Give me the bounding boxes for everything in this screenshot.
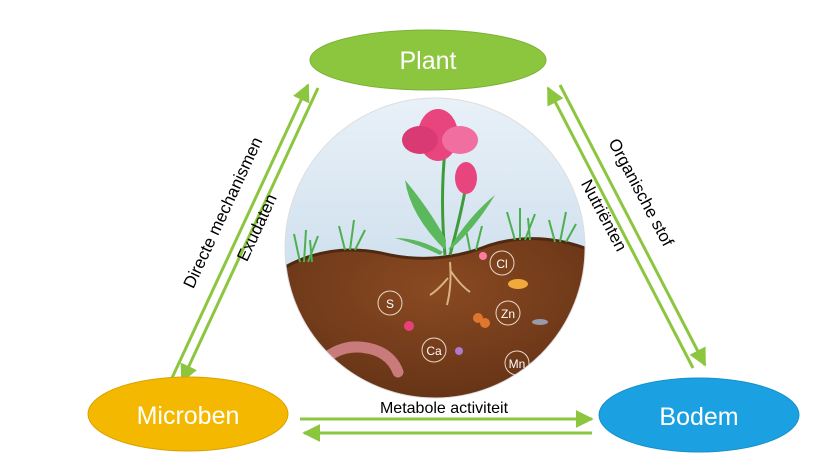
soil-illustration: Cl S Zn Ca Mn — [285, 98, 585, 398]
relation-arrows — [170, 83, 707, 442]
node-bodem: Bodem — [598, 377, 800, 453]
arrow-plant-to-microben — [180, 87, 320, 383]
arrow-plant-to-bodem — [558, 84, 707, 367]
node-microben: Microben — [87, 376, 289, 452]
node-bodem-label: Bodem — [659, 403, 738, 431]
element-label-s: S — [386, 297, 394, 311]
node-plant: Plant — [309, 29, 547, 91]
node-microben-label: Microben — [137, 402, 240, 430]
element-label-cl: Cl — [496, 257, 507, 271]
element-label-zn: Zn — [501, 307, 515, 321]
element-label-ca: Ca — [426, 344, 442, 358]
arrow-bodem-to-plant — [546, 86, 695, 369]
element-label-mn: Mn — [509, 357, 526, 371]
arrow-microben-to-plant — [170, 83, 310, 379]
worm-icon — [324, 341, 404, 378]
node-plant-label: Plant — [400, 47, 457, 75]
flower-icon — [402, 109, 478, 194]
edge-label-metabole-activiteit: Metabole activiteit — [380, 400, 509, 417]
